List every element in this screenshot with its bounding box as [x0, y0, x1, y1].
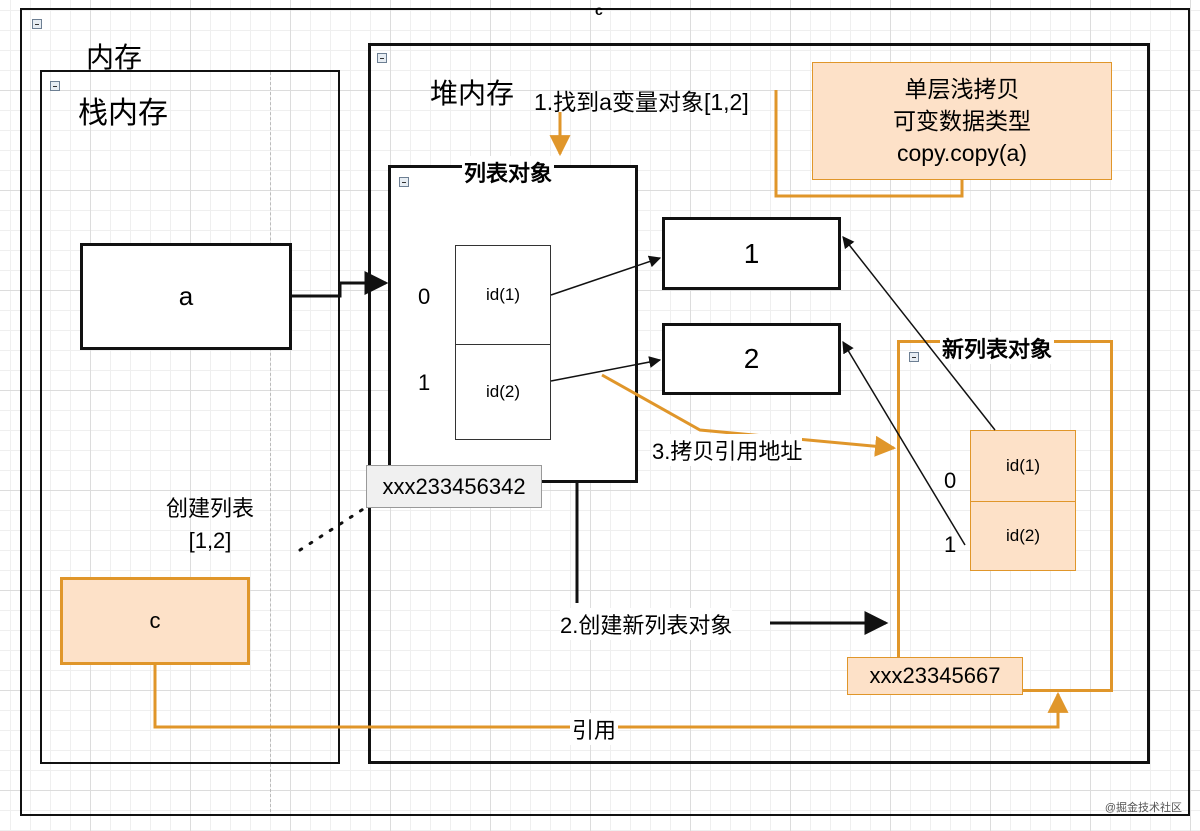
create-list-text: 创建列表 — [165, 496, 254, 521]
variable-c-box: c — [60, 577, 250, 665]
value-1-box: 1 — [662, 217, 841, 290]
new-list-ref-1: id(2) — [1005, 526, 1040, 545]
note-line1: 单层浅拷贝 — [904, 76, 1020, 102]
heap-title: 堆内存 — [430, 78, 515, 109]
arrow-step3 — [601, 373, 897, 457]
arrow-new-id2-to-value2 — [842, 340, 966, 546]
new-list-object-title: 新列表对象 — [940, 332, 1055, 364]
shallow-copy-note: 单层浅拷贝 可变数据类型 copy.copy(a) — [812, 62, 1112, 180]
reference-label: 引用 — [570, 713, 619, 745]
list-index-1: 1 — [418, 370, 431, 395]
create-list-label: 创建列表 [1,2] — [140, 493, 280, 557]
note-line2: 可变数据类型 — [893, 108, 1031, 134]
heap-memory-container — [368, 43, 1150, 764]
value-2-box: 2 — [662, 323, 841, 395]
list-object-collapse-icon[interactable] — [399, 177, 409, 187]
stack-title: 栈内存 — [78, 97, 168, 130]
stack-memory-container — [40, 70, 340, 764]
note-line3: copy.copy(a) — [897, 140, 1027, 166]
arrow-new-id1-to-value1 — [842, 236, 996, 431]
value-2-label: 2 — [743, 343, 760, 374]
new-list-collapse-icon[interactable] — [909, 352, 919, 362]
watermark: @掘金技术社区 — [1104, 802, 1182, 814]
arrow-a-to-list — [292, 271, 389, 298]
canvas-title: c — [595, 2, 603, 18]
value-1-label: 1 — [743, 237, 760, 269]
memory-title: 内存 — [86, 42, 143, 73]
new-list-address: xxx23345667 — [869, 663, 1001, 688]
heap-collapse-icon[interactable] — [377, 53, 387, 63]
create-list-dotted-link — [298, 504, 370, 552]
list-ref-0: id(1) — [485, 285, 520, 304]
new-list-ref-cell-0: id(1) — [970, 430, 1076, 502]
create-list-value: [1,2] — [188, 528, 232, 553]
stack-collapse-icon[interactable] — [50, 81, 60, 91]
arrow-step2 — [575, 483, 886, 623]
canvas-frame — [20, 8, 1190, 816]
list-index-0: 0 — [418, 284, 431, 309]
arrow-id1-to-value1 — [550, 255, 662, 296]
list-ref-1: id(2) — [485, 382, 520, 401]
list-address-tag: xxx233456342 — [366, 465, 542, 508]
note-bracket — [774, 90, 964, 198]
new-list-index-0: 0 — [944, 468, 957, 493]
step3-label: 3.拷贝引用地址 — [652, 434, 803, 466]
new-list-ref-cell-1: id(2) — [970, 501, 1076, 571]
list-ref-cell-0: id(1) — [455, 245, 551, 345]
list-ref-cell-1: id(2) — [455, 344, 551, 440]
step2-label: 2.创建新列表对象 — [560, 608, 733, 640]
new-list-index-1: 1 — [944, 532, 957, 557]
new-list-ref-0: id(1) — [1005, 456, 1040, 475]
arrow-id2-to-value2 — [550, 356, 662, 382]
variable-a-label: a — [178, 281, 194, 311]
variable-a-box: a — [80, 243, 292, 350]
new-list-address-tag: xxx23345667 — [847, 657, 1023, 695]
list-object-title: 列表对象 — [462, 156, 555, 188]
stack-divider — [270, 72, 271, 812]
variable-c-label: c — [149, 608, 161, 633]
step1-label: 1.找到a变量对象[1,2] — [534, 89, 749, 115]
list-address: xxx233456342 — [382, 473, 526, 499]
canvas-collapse-icon[interactable] — [32, 19, 42, 29]
